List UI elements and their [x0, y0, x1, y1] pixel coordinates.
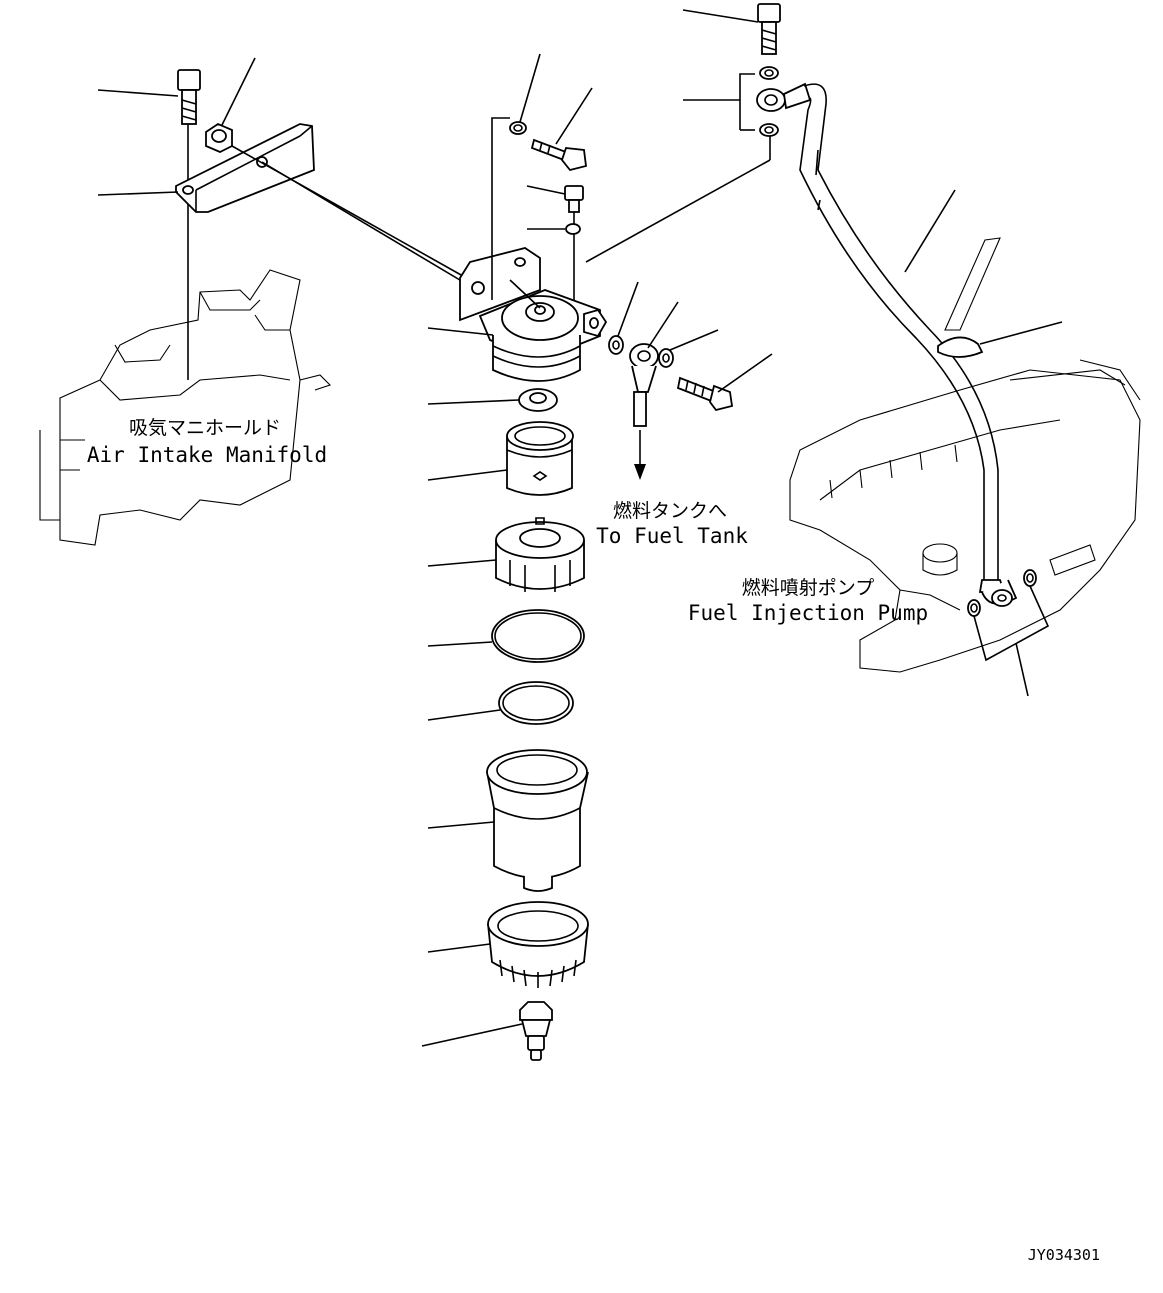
- filter-bracket: [175, 123, 315, 213]
- leader-line: [421, 1023, 523, 1047]
- fuel-pipe: [799, 83, 1018, 607]
- leader-line: [221, 57, 256, 126]
- o-ring-large: [491, 609, 585, 663]
- element-gasket: [518, 388, 558, 412]
- leader-line: [526, 185, 566, 195]
- to-tank-arrow: [634, 430, 646, 480]
- leader-line: [682, 9, 759, 23]
- pipe-clamp: [937, 336, 984, 358]
- air-bleed-plug: [564, 185, 584, 213]
- drain-plug: [519, 1001, 553, 1061]
- fuel-injection-pump-outline: [789, 237, 1141, 673]
- mounting-bolt-left: [177, 69, 201, 125]
- pipe-banjo-upper: [756, 82, 812, 112]
- hex-nut: [205, 122, 233, 153]
- leader-line: [979, 321, 1063, 345]
- manifold-label-en: Air Intake Manifold: [87, 443, 327, 467]
- leader-line: [617, 281, 639, 337]
- leader-line: [427, 469, 508, 481]
- assembly-line: [585, 159, 771, 263]
- plug-washer: [565, 223, 581, 235]
- pump-washer-2: [1023, 569, 1037, 587]
- leader-line: [97, 89, 179, 97]
- separator-housing: [495, 517, 585, 592]
- leader-line: [519, 53, 541, 123]
- leader-line: [427, 709, 501, 721]
- banjo-bolt-top: [757, 3, 781, 55]
- element-adapter: [506, 421, 574, 496]
- pump-label-en: Fuel Injection Pump: [688, 601, 928, 625]
- assembly-line: [491, 117, 510, 300]
- sealing-washer: [509, 121, 527, 135]
- leader-line: [427, 641, 493, 647]
- leader-line: [904, 189, 956, 273]
- bracket-leader: [683, 73, 755, 130]
- retaining-ring: [487, 901, 589, 988]
- air-intake-manifold-outline: [39, 269, 332, 546]
- tank-label-jp: 燃料タンクへ: [613, 500, 727, 522]
- pump-washer-1: [967, 599, 981, 617]
- return-banjo-bolt: [676, 376, 734, 412]
- leader-line: [427, 821, 495, 829]
- return-banjo-fitting: [629, 343, 659, 427]
- leader-line: [717, 353, 773, 393]
- tank-label-en: To Fuel Tank: [596, 524, 748, 548]
- manifold-label-jp: 吸気マニホールド: [129, 417, 281, 439]
- bracket-leader: [973, 585, 1050, 662]
- pump-label-jp: 燃料噴射ポンプ: [742, 577, 874, 599]
- return-washer-1: [608, 335, 624, 355]
- leader-line: [427, 943, 491, 953]
- o-ring-small: [498, 681, 574, 725]
- leader-line: [97, 191, 179, 196]
- assembly-line: [261, 161, 481, 293]
- leader-line: [427, 399, 520, 405]
- leader-line: [555, 87, 593, 145]
- leader-line: [1015, 642, 1029, 697]
- leader-line: [427, 559, 497, 567]
- return-washer-2: [658, 348, 674, 368]
- leader-line: [647, 301, 679, 349]
- pipe-washer-upper: [759, 66, 779, 80]
- leader-line: [427, 327, 494, 336]
- filter-cartridge: [486, 749, 589, 892]
- filter-head: [459, 247, 608, 382]
- drawing-id: JY034301: [1028, 1246, 1100, 1264]
- pipe-washer-lower: [759, 123, 779, 137]
- leader-line: [669, 329, 719, 351]
- banjo-bolt: [530, 138, 587, 172]
